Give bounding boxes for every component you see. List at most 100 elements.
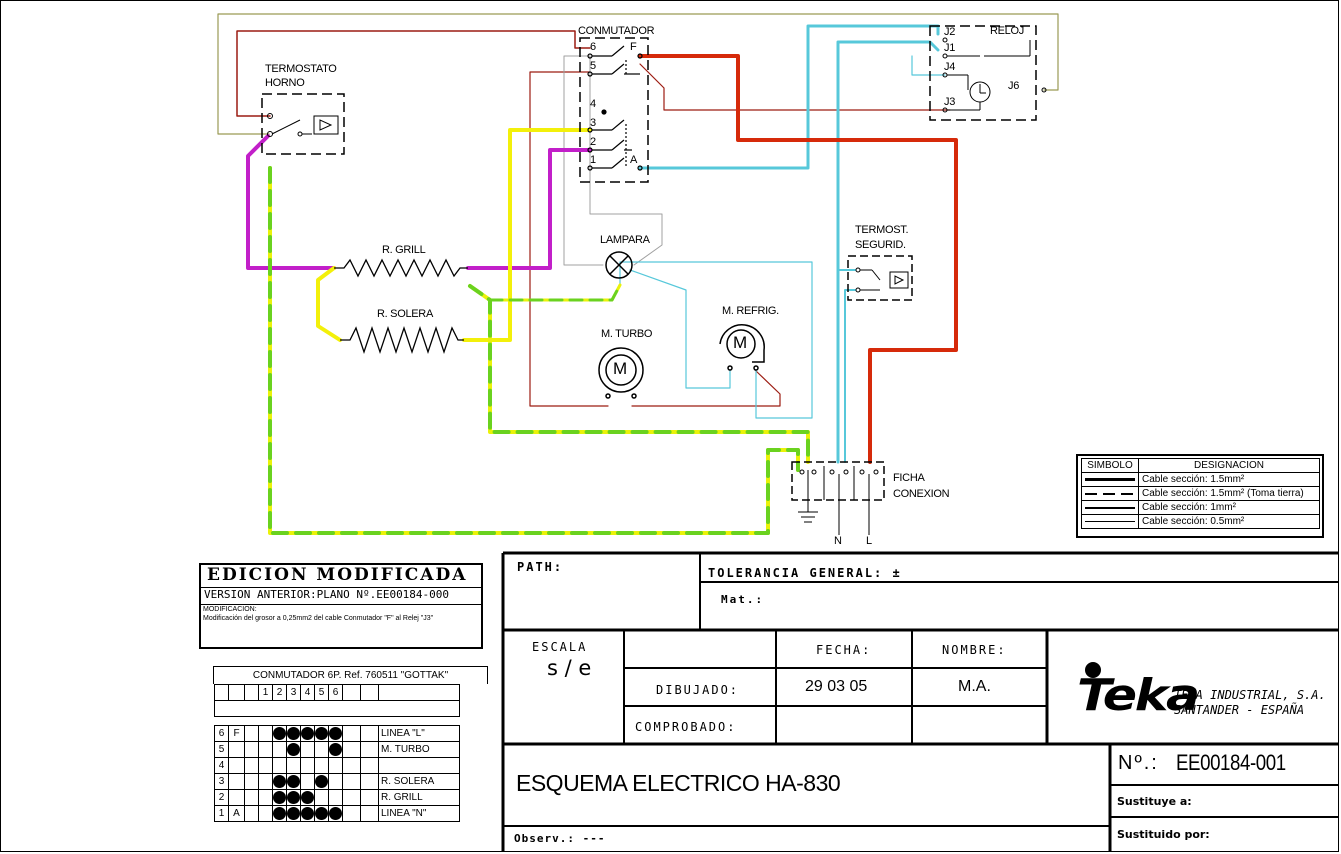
edition-previous-label: VERSION ANTERIOR: bbox=[204, 588, 317, 601]
switch-row-pos-2 bbox=[272, 757, 287, 774]
turbo-motor-m: M bbox=[613, 359, 628, 378]
clock-pin-j1: J1 bbox=[944, 42, 956, 54]
edition-box: EDICION MODIFICADA VERSION ANTERIOR:PLAN… bbox=[199, 563, 483, 649]
switch-row-pin: 3 bbox=[214, 773, 229, 790]
switch-row-blank bbox=[244, 757, 259, 774]
switch-contacts bbox=[587, 45, 643, 171]
switch-row-label bbox=[378, 757, 460, 774]
edition-modification-label: MODIFICACION: bbox=[203, 606, 257, 613]
wire-cyan-safety-b bbox=[844, 289, 856, 463]
clock-label: RELOJ bbox=[990, 25, 1024, 37]
safety-thermostat-contacts bbox=[855, 267, 909, 293]
lamp-symbol bbox=[605, 251, 633, 279]
switch-pin-4: 4 bbox=[590, 98, 596, 110]
legend-frame bbox=[1076, 454, 1324, 538]
switch-contact-dot bbox=[287, 727, 300, 740]
name-label: NOMBRE: bbox=[942, 643, 1007, 657]
switch-contact-dot bbox=[301, 807, 314, 820]
switch-table-title: CONMUTADOR 6P. Ref. 760511 "GOTTAK" bbox=[213, 666, 488, 684]
wire-cyan-switch-j2 bbox=[638, 24, 940, 170]
switch-contact-dot bbox=[301, 791, 314, 804]
connector-label-2: CONEXION bbox=[893, 488, 950, 500]
switch-col-4: 4 bbox=[300, 684, 315, 701]
switch-row-pos-6 bbox=[328, 757, 343, 774]
switch-col-1: 1 bbox=[258, 684, 273, 701]
safety-thermostat-label-2: SEGURID. bbox=[855, 239, 906, 251]
switch-row-label: R. GRILL bbox=[378, 789, 460, 806]
wiring-schematic bbox=[217, 13, 1059, 535]
switch-row-pin: 4 bbox=[214, 757, 229, 774]
legend-symbol-thick bbox=[1081, 472, 1139, 487]
drawn-date: 29 03 05 bbox=[805, 678, 868, 695]
switch-table: 1 2 3 4 5 6 bbox=[214, 684, 460, 717]
switch-col-2: 2 bbox=[272, 684, 287, 701]
switch-row-extra bbox=[360, 805, 379, 822]
legend-symbol-dashed bbox=[1081, 486, 1139, 501]
wire-cyan-j4 bbox=[911, 55, 946, 76]
switch-col-5: 5 bbox=[314, 684, 329, 701]
switch-contact-dot bbox=[273, 727, 286, 740]
switch-row-blank bbox=[244, 725, 259, 742]
wire-earth-yellow bbox=[268, 166, 800, 535]
switch-row-pos-4 bbox=[300, 741, 315, 758]
switch-row-pos-2 bbox=[272, 805, 287, 822]
replaced-by-label: Sustituido por: bbox=[1117, 828, 1210, 841]
switch-row-pos-2 bbox=[272, 725, 287, 742]
switch-box bbox=[579, 37, 649, 183]
switch-row-label: R. SOLERA bbox=[378, 773, 460, 790]
switch-row-extra bbox=[342, 757, 361, 774]
clock-pin-j3: J3 bbox=[944, 96, 956, 108]
switch-row-letter bbox=[228, 789, 245, 806]
switch-row-pos-5 bbox=[314, 773, 329, 790]
edition-title: EDICION MODIFICADA bbox=[201, 565, 481, 588]
legend-row-4: Cable sección: 0.5mm² bbox=[1138, 514, 1320, 529]
switch-row-extra bbox=[360, 773, 379, 790]
switch-row-pos-6 bbox=[328, 773, 343, 790]
switch-row-extra bbox=[342, 725, 361, 742]
switch-row-pos-4 bbox=[300, 789, 315, 806]
switch-row-label: LINEA "N" bbox=[378, 805, 460, 822]
wire-cyan-lamp-fan bbox=[619, 261, 813, 419]
switch-row-extra bbox=[360, 741, 379, 758]
tolerance-label: TOLERANCIA GENERAL: ± bbox=[708, 566, 902, 580]
switch-pin-2: 2 bbox=[590, 136, 596, 148]
fan-motor-label: M. REFRIG. bbox=[722, 305, 779, 317]
clock-pin-j4: J4 bbox=[944, 61, 956, 73]
scale-value: s / e bbox=[547, 656, 592, 680]
switch-row-pin: 2 bbox=[214, 789, 229, 806]
switch-table-header: 1 2 3 4 5 6 bbox=[214, 684, 460, 701]
checked-label: COMPROBADO: bbox=[635, 720, 737, 734]
wire-gray-lamp-return bbox=[589, 55, 663, 266]
wire-yellow-solera-switch bbox=[462, 128, 592, 342]
legend-row-1: Cable sección: 1.5mm² bbox=[1138, 472, 1320, 487]
legend-header-designation: DESIGNACION bbox=[1138, 458, 1320, 473]
switch-contact-dot bbox=[329, 807, 342, 820]
clock-contacts bbox=[942, 37, 1047, 113]
switch-row-pos-1 bbox=[258, 741, 273, 758]
switch-row-pos-6 bbox=[328, 789, 343, 806]
switch-row-blank bbox=[244, 773, 259, 790]
date-label: FECHA: bbox=[816, 643, 872, 657]
edition-modification-text: Modificación del grosor a 0,25mm2 del ca… bbox=[203, 615, 434, 622]
switch-row-label: M. TURBO bbox=[378, 741, 460, 758]
switch-pin-1: 1 bbox=[590, 154, 596, 166]
wire-cyan-lamp-fan-b bbox=[629, 269, 731, 389]
switch-row-pos-1 bbox=[258, 805, 273, 822]
switch-contact-dot bbox=[287, 743, 300, 756]
replaces-label: Sustituye a: bbox=[1117, 795, 1192, 808]
connector-label-1: FICHA bbox=[893, 472, 925, 484]
switch-row-blank bbox=[244, 805, 259, 822]
wire-magenta-thermostat-grill bbox=[246, 134, 336, 270]
switch-col-3: 3 bbox=[286, 684, 301, 701]
edition-previous-value: PLANO Nº.EE00184-000 bbox=[316, 588, 450, 601]
switch-pin-6: 6 bbox=[590, 41, 596, 53]
edition-previous-row: VERSION ANTERIOR:PLANO Nº.EE00184-000 bbox=[201, 588, 481, 605]
company-line-1: TEKA INDUSTRIAL, S.A. bbox=[1174, 688, 1326, 702]
terminal-n: N bbox=[834, 535, 842, 547]
material-label: Mat.: bbox=[721, 593, 765, 606]
wire-yellow-grill-solera bbox=[316, 266, 342, 342]
switch-table-row: 2 R. GRILL bbox=[214, 789, 460, 806]
